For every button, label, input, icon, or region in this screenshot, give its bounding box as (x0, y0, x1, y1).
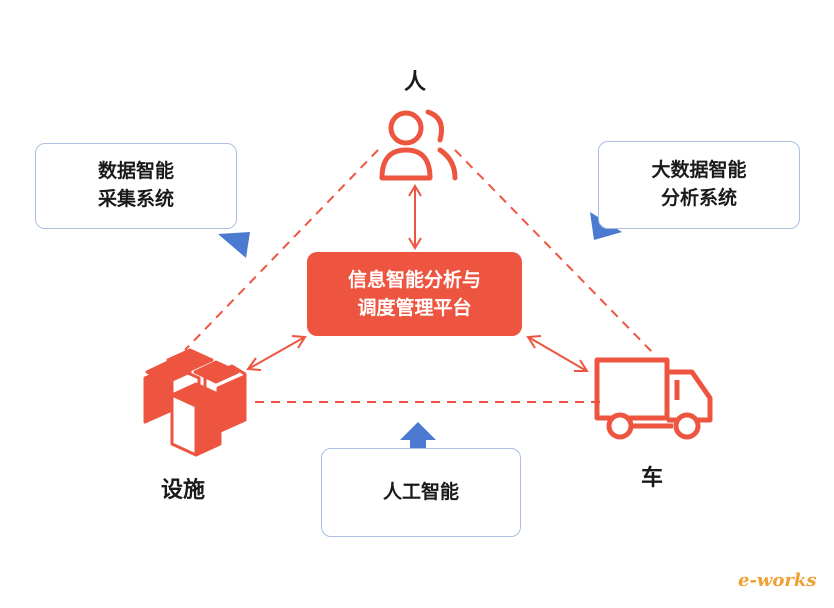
people-icon (379, 109, 458, 181)
arrow-vehicle-center (526, 335, 589, 372)
callout-ai: 人工智能 (321, 448, 521, 537)
edge-person-facility (184, 149, 379, 351)
watermark-logo: e-works (738, 570, 817, 591)
arrow-facility-center (246, 335, 307, 371)
boxes-icon (143, 348, 247, 457)
center-platform-box: 信息智能分析与 调度管理平台 (307, 252, 522, 336)
label-facility: 设施 (161, 478, 206, 503)
truck-icon (594, 357, 713, 440)
arrow-blue-bottom (400, 422, 436, 440)
label-person: 人 (404, 70, 427, 95)
arrow-blue-bottom-stem (410, 438, 426, 448)
label-vehicle: 车 (641, 466, 664, 491)
arrow-blue-left (218, 232, 250, 258)
arrow-person-center (408, 184, 422, 250)
callout-big-data-analysis: 大数据智能 分析系统 (598, 141, 800, 229)
callout-data-collection: 数据智能 采集系统 (35, 143, 237, 229)
